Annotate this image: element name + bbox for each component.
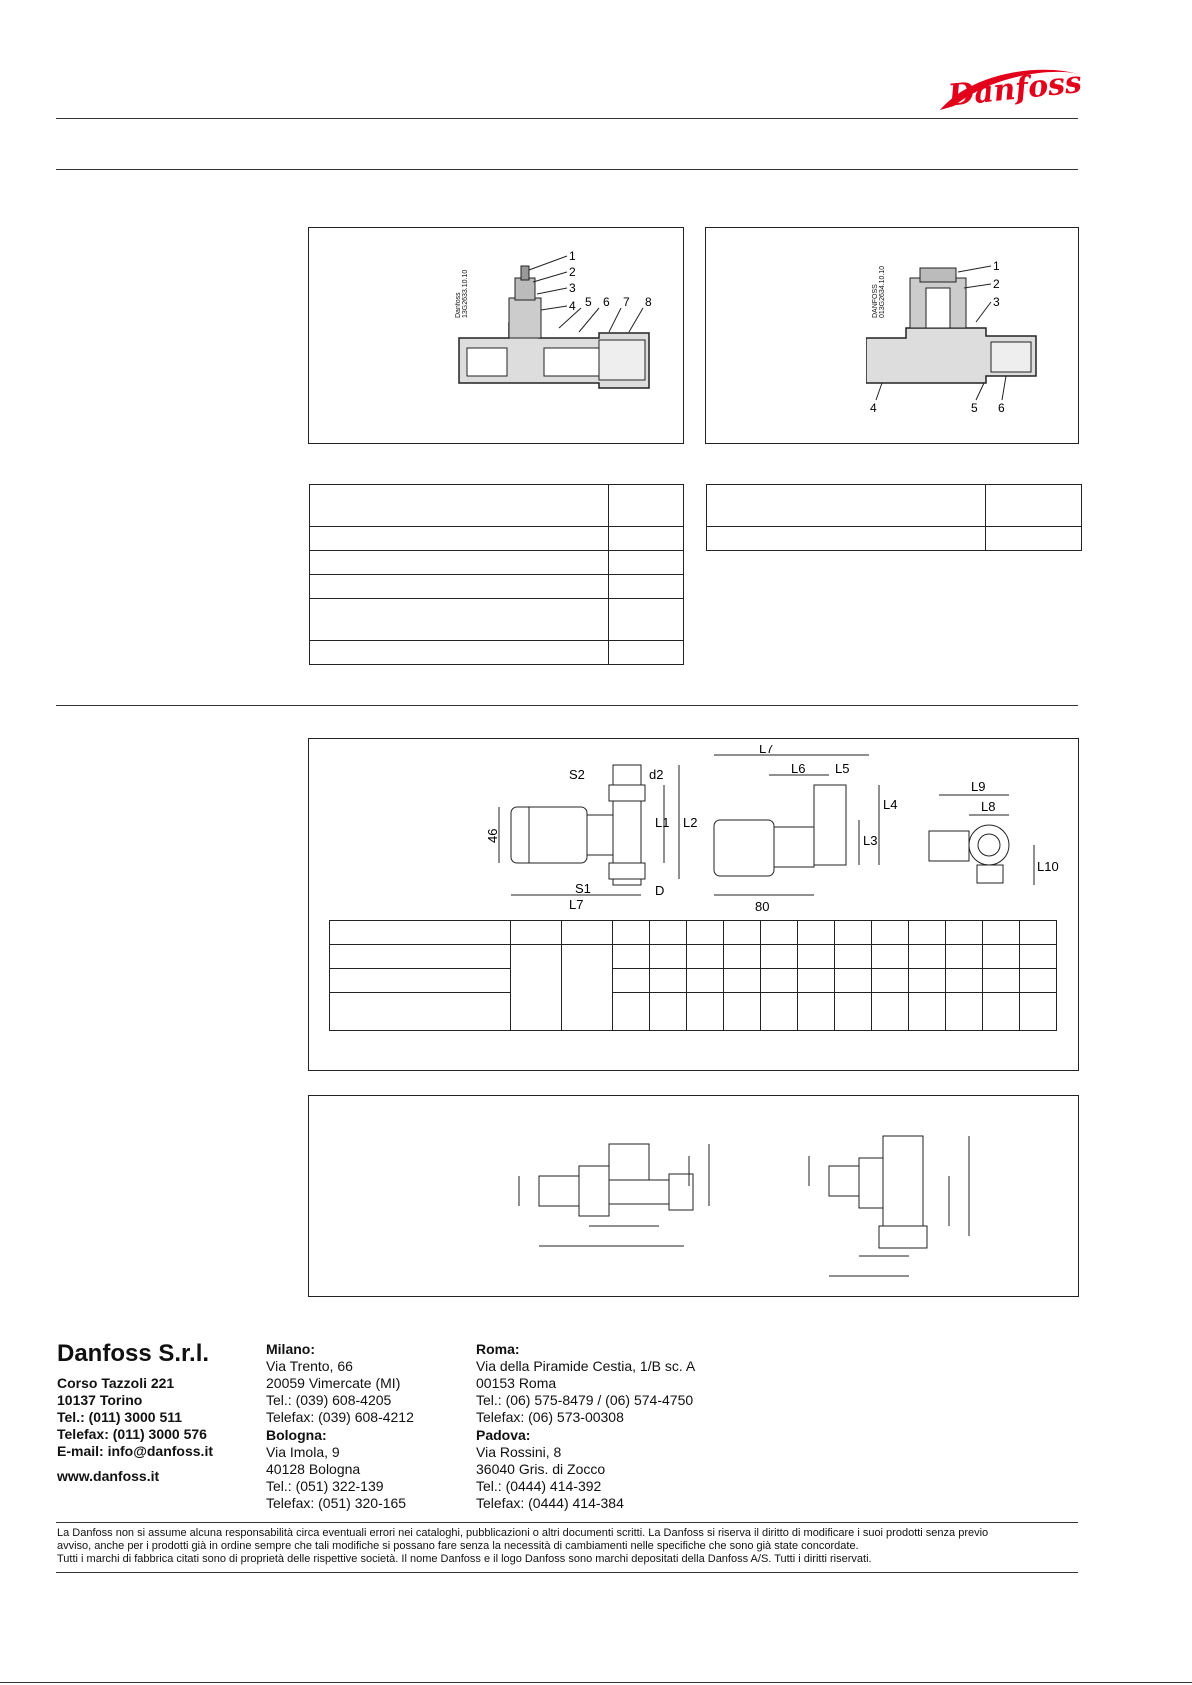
dim-l9: L9 [971, 779, 985, 794]
office-line: Telefax: (039) 608-4212 [266, 1409, 414, 1425]
dim-46: 46 [485, 829, 500, 843]
rule-page-bottom [0, 1682, 1192, 1683]
callout-7: 7 [623, 295, 630, 309]
office-city: Milano: [266, 1341, 315, 1357]
callout-1: 1 [569, 249, 576, 263]
svg-text:Danfoss: Danfoss [946, 65, 1082, 114]
hq-city: 10137 Torino [57, 1392, 143, 1408]
office-line: Via Rossini, 8 [476, 1444, 562, 1460]
disclaimer-line: avviso, anche per i prodotti già in ordi… [57, 1540, 859, 1552]
office-city: Padova: [476, 1427, 531, 1443]
callout-2-6: 6 [998, 401, 1005, 415]
office-line: 20059 Vimercate (MI) [266, 1375, 401, 1391]
callout-2-2: 2 [993, 277, 1000, 291]
dim-d: D [655, 883, 664, 898]
callout-2: 2 [569, 265, 576, 279]
office-line: Via della Piramide Cestia, 1/B sc. A [476, 1358, 696, 1374]
hq-email[interactable]: E-mail: info@danfoss.it [57, 1443, 213, 1459]
installation-drawing [518, 1135, 970, 1277]
dimension-table [329, 920, 1057, 1031]
website-link[interactable]: www.danfoss.it [57, 1468, 160, 1484]
dim-80: 80 [755, 899, 769, 914]
dim-l2: L2 [683, 815, 697, 830]
office-bologna: Bologna: Via Imola, 9 40128 Bologna Tel.… [266, 1427, 406, 1512]
dim-d2: d2 [649, 767, 663, 782]
office-roma: Roma: Via della Piramide Cestia, 1/B sc.… [476, 1341, 695, 1426]
callout-2-3: 3 [993, 295, 1000, 309]
dim-l4: L4 [883, 797, 897, 812]
office-milano: Milano: Via Trento, 66 20059 Vimercate (… [266, 1341, 414, 1426]
company-name: Danfoss S.r.l. [57, 1340, 210, 1367]
dim-l7-b: L7 [759, 745, 773, 756]
office-line: 00153 Roma [476, 1375, 557, 1391]
spec-table-left [309, 484, 684, 665]
danfoss-logo: Danfoss [934, 60, 1084, 118]
dim-l5: L5 [835, 761, 849, 776]
disclaimer-line: La Danfoss non si assume alcuna responsa… [57, 1527, 989, 1539]
valve-cross-section-1: 1 2 3 4 5 6 7 8 [458, 249, 652, 389]
hq-street: Corso Tazzoli 221 [57, 1375, 175, 1391]
dim-s1: S1 [575, 881, 591, 896]
callout-6: 6 [603, 295, 610, 309]
figure-box-valve-1: Danfoss 13G2633.10.10 1 2 3 4 5 6 7 8 [308, 227, 684, 444]
rule-top [56, 118, 1078, 119]
callout-2-4: 4 [870, 401, 877, 415]
rule-section-2 [56, 705, 1078, 706]
hq-fax: Telefax: (011) 3000 576 [57, 1426, 207, 1442]
rule-footer-top [56, 1522, 1078, 1523]
office-line: Tel.: (051) 322-139 [266, 1478, 384, 1494]
rule-footer-bottom [56, 1572, 1078, 1573]
callout-8: 8 [645, 295, 652, 309]
callout-5: 5 [585, 295, 592, 309]
valve-cross-section-2: 1 2 3 4 5 6 [866, 259, 1037, 415]
dimension-box: 46 L7 S2 d2 S1 D L1 L2 L7 L6 L5 80 L3 L4… [308, 738, 1079, 1071]
office-line: Telefax: (06) 573-00308 [476, 1409, 624, 1425]
office-line: 36040 Gris. di Zocco [476, 1461, 606, 1477]
hq-address: Corso Tazzoli 221 10137 Torino Tel.: (01… [57, 1375, 213, 1460]
disclaimer: La Danfoss non si assume alcuna responsa… [57, 1527, 1077, 1566]
installation-box [308, 1095, 1079, 1297]
spec-table-right [706, 484, 1082, 551]
office-line: Tel.: (039) 608-4205 [266, 1392, 392, 1408]
figure-box-valve-2: DANFOSS 013G2634.10.10 1 2 3 4 5 6 [705, 227, 1079, 444]
office-city: Roma: [476, 1341, 520, 1357]
office-padova: Padova: Via Rossini, 8 36040 Gris. di Zo… [476, 1427, 624, 1512]
office-line: Tel.: (06) 575-8479 / (06) 574-4750 [476, 1392, 694, 1408]
office-line: Telefax: (051) 320-165 [266, 1495, 407, 1511]
office-line: 40128 Bologna [266, 1461, 361, 1477]
callout-3: 3 [569, 281, 576, 295]
callout-2-1: 1 [993, 259, 1000, 273]
callout-2-5: 5 [971, 401, 978, 415]
disclaimer-line: Tutti i marchi di fabbrica citati sono d… [57, 1553, 872, 1565]
callout-4: 4 [569, 299, 576, 313]
dim-l7-a: L7 [569, 897, 583, 912]
dim-l1: L1 [655, 815, 669, 830]
office-line: Telefax: (0444) 414-384 [476, 1495, 624, 1511]
office-line: Via Imola, 9 [266, 1444, 340, 1460]
dim-l10: L10 [1037, 859, 1059, 874]
dim-l8: L8 [981, 799, 995, 814]
dimension-drawing: 46 L7 S2 d2 S1 D L1 L2 L7 L6 L5 80 L3 L4… [485, 745, 1059, 914]
dim-l6: L6 [791, 761, 805, 776]
danfoss-logo-mark: Danfoss [940, 65, 1084, 114]
office-line: Tel.: (0444) 414-392 [476, 1478, 602, 1494]
office-city: Bologna: [266, 1427, 327, 1443]
office-line: Via Trento, 66 [266, 1358, 353, 1374]
dim-l3: L3 [863, 833, 877, 848]
rule-section-1 [56, 169, 1078, 170]
dim-s2: S2 [569, 767, 585, 782]
hq-tel: Tel.: (011) 3000 511 [57, 1409, 183, 1425]
